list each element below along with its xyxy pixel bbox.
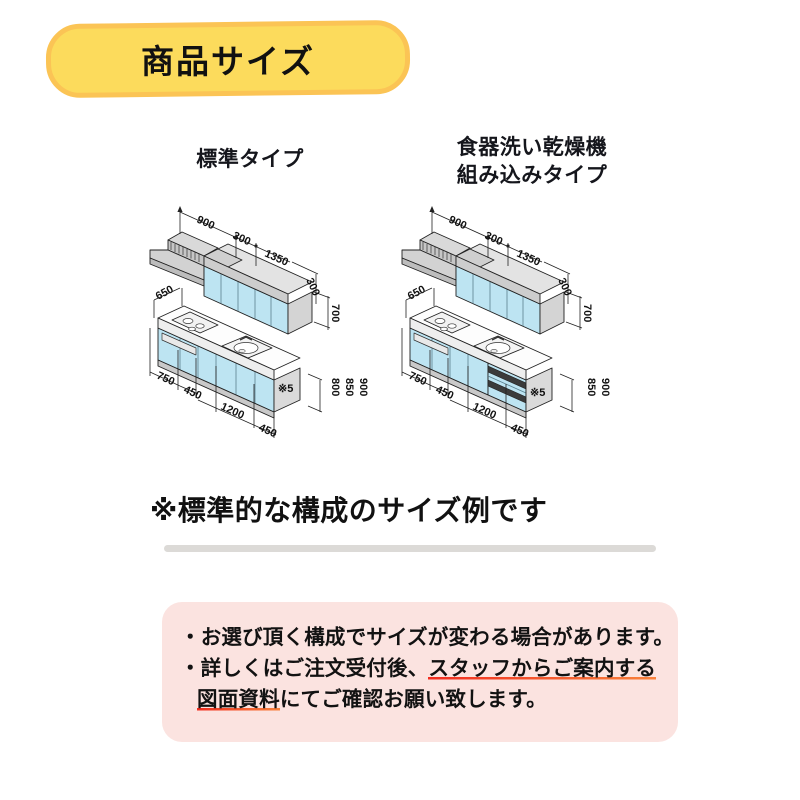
notice-line-1: ・お選び頂く構成でサイズが変わる場合があります。 [180, 626, 675, 649]
notice-line-2: ・詳しくはご注文受付後、スタッフからご案内する [180, 653, 662, 684]
panel-note-marker: ※5 [278, 383, 293, 395]
column-title-dishwasher-line2: 組み込みタイプ [456, 163, 608, 187]
notice-box: ・お選び頂く構成でサイズが変わる場合があります。 ・詳しくはご注文受付後、スタッ… [162, 602, 678, 742]
dim-900-upper-dw: 900 [447, 214, 469, 232]
range-hood-dishwasher [401, 231, 471, 287]
wall-cabinet-dishwasher [455, 243, 565, 335]
dim-650-depth-dw: 650 [406, 283, 428, 302]
notice-line-3: 図面資料にてご確認お願い致します。 [180, 684, 662, 715]
column-title-standard: 標準タイプ [120, 146, 380, 174]
notice-line-3-plain: にてご確認お願い致します。 [279, 688, 547, 712]
upper-dimensions-standard [177, 206, 331, 330]
notice-line-2-plain: ・詳しくはご注文受付後、 [180, 657, 429, 681]
dim-450-left-dw: 450 [434, 384, 456, 402]
header-banner: 商品サイズ [45, 19, 411, 99]
dim-900-upper: 900 [195, 214, 217, 232]
upper-dimensions-dishwasher [429, 206, 583, 330]
column-title-dishwasher-line1: 食器洗い乾燥機 [456, 136, 608, 159]
wall-cabinet-standard [203, 243, 313, 335]
dim-height-900-dw: 900 [599, 378, 611, 396]
dim-450-right-dw: 450 [509, 422, 531, 440]
counter-unit-standard [157, 305, 301, 419]
dim-450-right: 450 [257, 422, 279, 440]
section-divider [164, 545, 656, 552]
dim-height-850-dw: 850 [585, 378, 597, 396]
size-example-caption: ※標準的な構成のサイズ例です [150, 495, 548, 526]
dim-450-left: 450 [182, 384, 204, 402]
diagram-dishwasher-type: 900 300 1350 300 700 650 [392, 200, 662, 480]
column-title-dishwasher: 食器洗い乾燥機 組み込みタイプ [392, 134, 672, 189]
dim-650-depth: 650 [154, 283, 176, 302]
dim-700-height-dw: 700 [581, 304, 593, 322]
panel-note-marker-dw: ※5 [530, 387, 545, 399]
lower-dimensions-dishwasher [401, 287, 575, 438]
notice-line-3-underlined: 図面資料 [197, 688, 280, 712]
column-title-standard-line1: 標準タイプ [196, 148, 304, 171]
dim-300-upper-dw: 300 [483, 230, 505, 248]
dim-height-900: 900 [357, 378, 369, 396]
dim-height-800: 800 [329, 378, 341, 396]
dim-700-height: 700 [329, 304, 341, 322]
notice-line-2-underlined: スタッフからご案内する [428, 657, 657, 681]
page-title: 商品サイズ [140, 43, 315, 81]
dim-height-850: 850 [343, 378, 355, 396]
dim-300-upper: 300 [231, 230, 253, 248]
lower-dimensions-standard [149, 287, 323, 438]
diagram-standard-type: 900 300 1350 300 700 650 [140, 200, 400, 480]
